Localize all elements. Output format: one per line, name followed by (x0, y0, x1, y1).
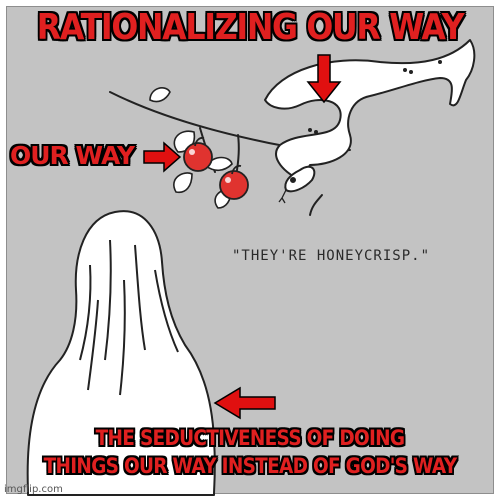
watermark: imgflip.com (4, 484, 63, 495)
woman-silhouette (26, 210, 216, 496)
apple (219, 170, 249, 200)
bottom-caption: THE SEDUCTIVENESS OF DOING THINGS OUR WA… (30, 424, 470, 481)
arrow-down-icon (306, 54, 342, 104)
arrow-right-icon (143, 141, 182, 173)
arrow-left-icon (213, 386, 276, 420)
top-caption: RATIONALIZING OUR WAY (36, 7, 465, 48)
comic-quote: "THEY'RE HONEYCRISP." (232, 248, 431, 264)
bottom-caption-line-2: THINGS OUR WAY INSTEAD OF GOD'S WAY (43, 454, 457, 479)
bottom-caption-line-1: THE SEDUCTIVENESS OF DOING (95, 426, 405, 450)
snake (264, 39, 476, 204)
apples (183, 136, 249, 200)
apple (183, 142, 213, 172)
side-caption: OUR WAY (10, 141, 135, 170)
